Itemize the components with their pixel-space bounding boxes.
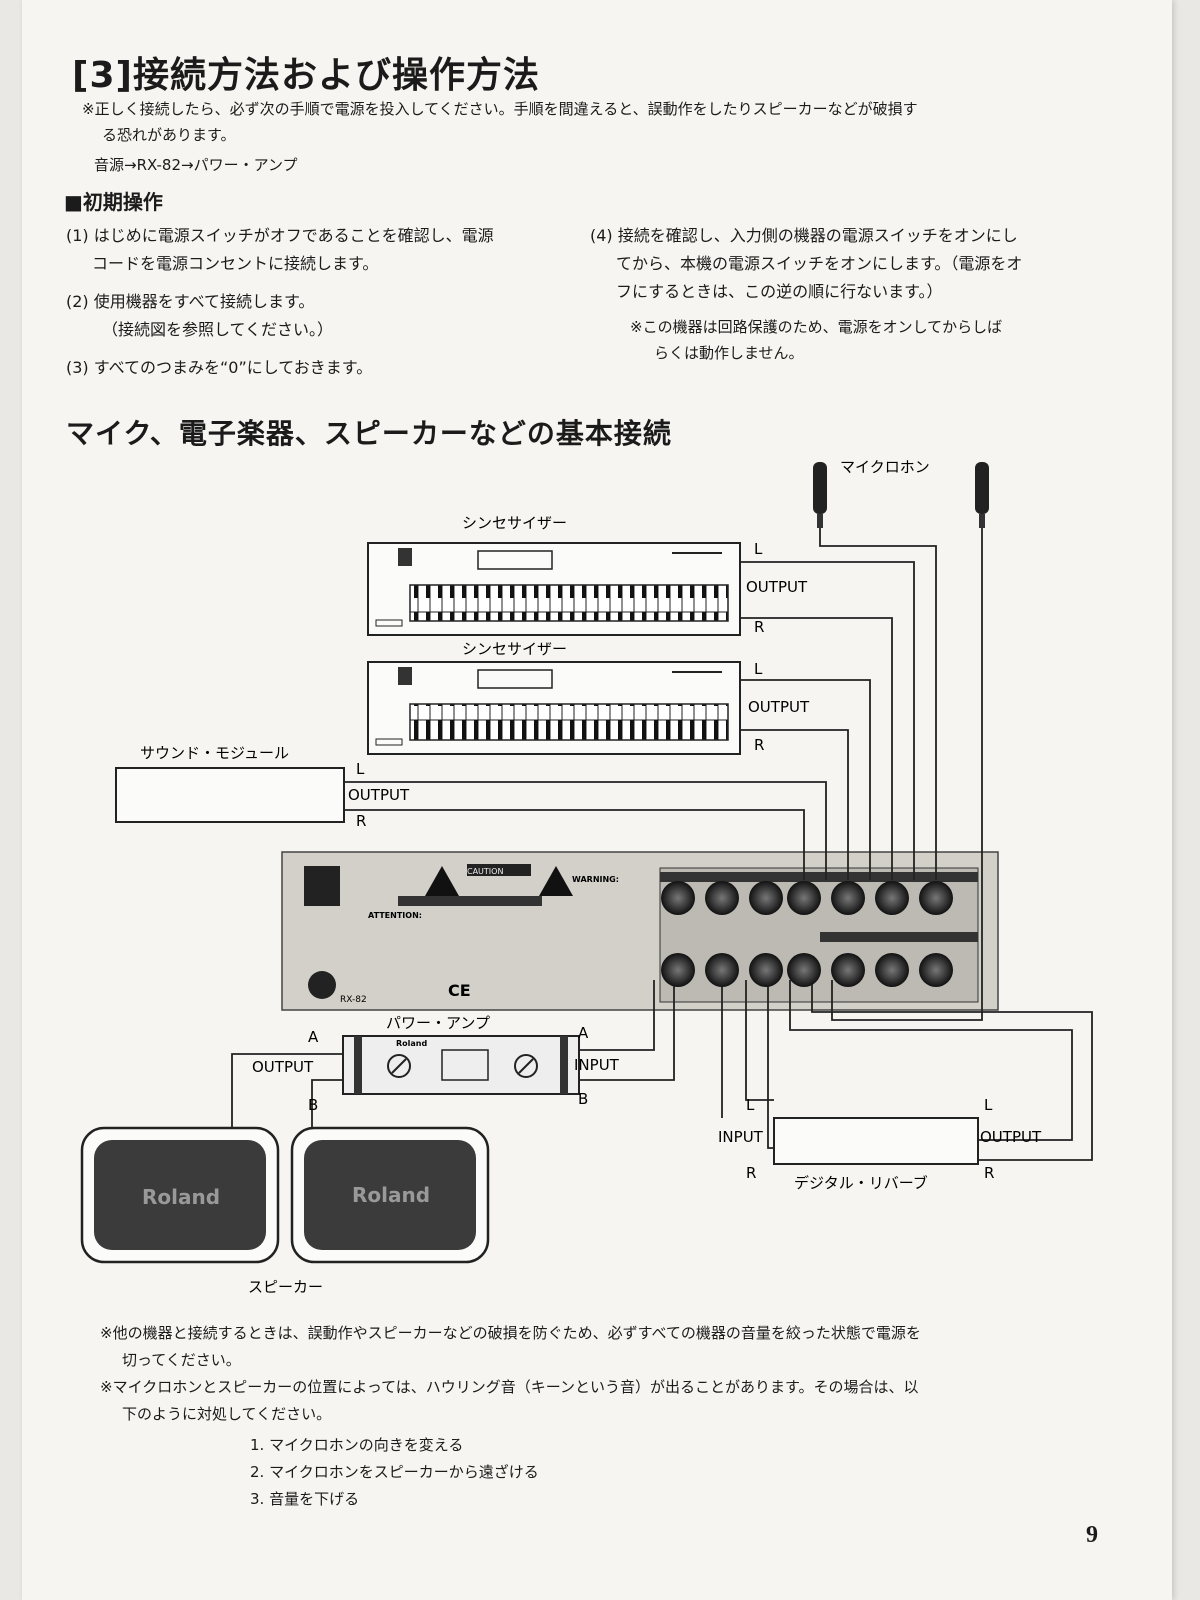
ce-mark: CE [448, 981, 471, 1000]
remedy-2: 2. マイクロホンをスピーカーから遠ざける [250, 1463, 539, 1481]
module-r-label: R [356, 812, 366, 830]
protection-note-line-a: ※この機器は回路保護のため、電源をオンしてからしば [630, 318, 1003, 336]
synth2-r-label: R [754, 736, 764, 754]
remedy-1: 1. マイクロホンの向きを変える [250, 1436, 464, 1454]
step-4-line-b: てから、本機の電源スイッチをオンにします。（電源をオ [616, 254, 1023, 273]
speaker-left-brand: Roland [142, 1185, 220, 1209]
sound-module-label: サウンド・モジュール [140, 744, 289, 762]
panel-caution: CAUTION [467, 867, 503, 876]
speaker-left [80, 1126, 280, 1264]
panel-model: RX-82 [340, 995, 367, 1005]
connection-section-heading: マイク、電子楽器、スピーカーなどの基本接続 [66, 417, 672, 450]
reverb-label: デジタル・リバーブ [794, 1174, 928, 1192]
synth2-l-label: L [754, 660, 763, 678]
power-warning-line-2: る恐れがあります。 [102, 126, 236, 144]
step-4-line-c: フにするときは、この逆の順に行ないます。） [616, 282, 943, 301]
step-1-line-b: コードを電源コンセントに接続します。 [92, 254, 379, 273]
reverb-output-l-label: L [984, 1096, 993, 1114]
digital-reverb-box [773, 1117, 979, 1165]
connection-cables [231, 528, 1093, 1161]
power-amp-label: パワー・アンプ [386, 1014, 490, 1032]
amp-output-a-label: A [308, 1028, 319, 1046]
synth1-output-label: OUTPUT [746, 578, 808, 596]
footer-note-2-line-b: 下のように対処してください。 [122, 1405, 332, 1423]
reverb-input-label: INPUT [718, 1128, 764, 1146]
connection-diagram: マイクロホン シンセサイザー シンセサイザー サウンド・モジュール パワー・アン… [80, 458, 1093, 1296]
microphone-label: マイクロホン [840, 458, 930, 476]
reverb-input-r-label: R [746, 1164, 756, 1182]
amp-input-label: INPUT [574, 1056, 620, 1074]
power-on-order: 音源→RX-82→パワー・アンプ [94, 156, 298, 174]
microphone-right [975, 462, 989, 528]
footer-note-1-line-a: ※他の機器と接続するときは、誤動作やスピーカーなどの破損を防ぐため、必ずすべての… [100, 1324, 921, 1342]
amp-input-b-label: B [578, 1090, 588, 1108]
rx82-jacks [661, 881, 953, 987]
synth1-r-label: R [754, 618, 764, 636]
speaker-label: スピーカー [248, 1278, 323, 1296]
synthesizer-1 [367, 542, 741, 636]
amp-output-b-label: B [308, 1096, 318, 1114]
synth1-l-label: L [754, 540, 763, 558]
speaker-right-brand: Roland [352, 1183, 430, 1207]
module-l-label: L [356, 760, 365, 778]
remedy-3: 3. 音量を下げる [250, 1490, 360, 1508]
panel-warning: WARNING: [572, 875, 619, 884]
synthesizer-2 [367, 661, 741, 755]
step-1-line-a: (1) はじめに電源スイッチがオフであることを確認し、電源 [66, 226, 494, 245]
sound-module-box [115, 767, 345, 823]
footer-note-1-line-b: 切ってください。 [122, 1351, 241, 1369]
synthesizer-2-label: シンセサイザー [462, 640, 567, 658]
initial-ops-heading: ■初期操作 [64, 190, 163, 214]
manual-page: [3]接続方法および操作方法 ※正しく接続したら、必ず次の手順で電源を投入してく… [22, 0, 1172, 1600]
amp-input-a-label: A [578, 1024, 589, 1042]
page-title: [3]接続方法および操作方法 [72, 55, 540, 96]
power-warning-line-1: ※正しく接続したら、必ず次の手順で電源を投入してください。手順を間違えると、誤動… [82, 100, 918, 118]
synthesizer-1-label: シンセサイザー [462, 514, 567, 532]
reverb-output-label: OUTPUT [980, 1128, 1042, 1146]
page-number: 9 [1086, 1522, 1098, 1548]
microphone-left [813, 462, 827, 528]
protection-note-line-b: らくは動作しません。 [654, 344, 804, 362]
step-2-line-a: (2) 使用機器をすべて接続します。 [66, 292, 315, 311]
amp-brand: Roland [396, 1039, 427, 1048]
power-amp-unit [342, 1035, 580, 1095]
module-output-label: OUTPUT [348, 786, 410, 804]
step-3: (3) すべてのつまみを“0”にしておきます。 [66, 358, 373, 377]
reverb-input-l-label: L [746, 1096, 755, 1114]
synth2-output-label: OUTPUT [748, 698, 810, 716]
footer-note-2-line-a: ※マイクロホンとスピーカーの位置によっては、ハウリング音（キーンという音）が出る… [100, 1378, 919, 1396]
reverb-output-r-label: R [984, 1164, 994, 1182]
amp-output-label: OUTPUT [252, 1058, 314, 1076]
speaker-right [290, 1126, 490, 1264]
step-4-line-a: (4) 接続を確認し、入力側の機器の電源スイッチをオンにし [590, 226, 1018, 245]
step-2-line-b: （接続図を参照してください。） [102, 320, 334, 339]
panel-attention: ATTENTION: [368, 911, 422, 920]
